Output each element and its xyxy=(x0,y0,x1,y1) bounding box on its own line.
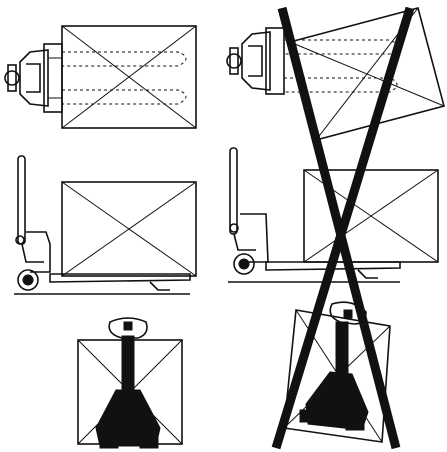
panel-top-right-top-view-incorrect xyxy=(227,8,444,140)
pallet-jack-side-view xyxy=(14,156,190,294)
fork-outline-dashed xyxy=(62,52,186,104)
pallet-jack-top-view xyxy=(5,44,62,112)
panel-bottom-left-front-view-correct xyxy=(78,318,182,448)
panel-middle-left-side-view-correct xyxy=(14,156,196,294)
pallet-jack-front-view xyxy=(96,318,160,448)
pallet-jack-top-view xyxy=(227,28,284,94)
load-box-side-view xyxy=(62,182,196,276)
load-box-top-view xyxy=(62,26,196,128)
panel-top-left-top-view-correct xyxy=(5,26,196,128)
